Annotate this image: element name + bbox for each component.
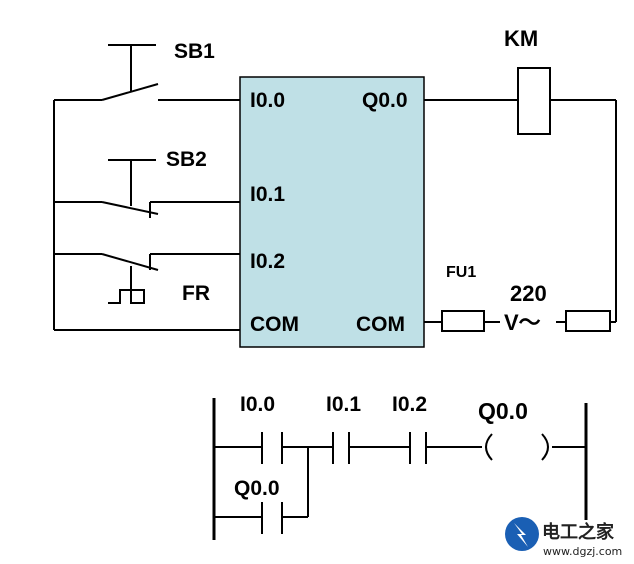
wiring-diagram (53, 44, 617, 332)
plc-com-input: COM (250, 313, 299, 336)
km-coil (517, 67, 551, 135)
ladder-label-i02: I0.2 (392, 393, 427, 416)
sb1-label: SB1 (174, 40, 215, 63)
ladder-label-i00: I0.0 (240, 393, 275, 416)
sb2-switch (101, 159, 240, 218)
watermark-url: www.dgzj.com (543, 545, 622, 558)
plc-input-i00: I0.0 (250, 89, 285, 112)
fuse-right (565, 310, 611, 332)
dgzj-logo-icon (505, 517, 539, 551)
plc-input-i02: I0.2 (250, 250, 285, 273)
ladder-label-i01: I0.1 (326, 393, 361, 416)
contact-q00-latch (261, 502, 283, 534)
fr-contact (101, 253, 240, 304)
fr-label: FR (182, 282, 210, 305)
plc-output-q00: Q0.0 (362, 89, 408, 112)
contact-i01 (332, 432, 350, 464)
ladder-diagram (212, 398, 588, 540)
ladder-label-coil-q00: Q0.0 (478, 398, 528, 424)
watermark: 电工之家 www.dgzj.com (505, 517, 622, 558)
fu1-label: FU1 (446, 264, 476, 281)
voltage-label: 220 (510, 281, 547, 306)
plc-block (239, 76, 425, 348)
watermark-name: 电工之家 (542, 521, 615, 543)
voltage-unit-label: V～ (504, 310, 541, 335)
contact-i00 (261, 432, 283, 464)
fu1-fuse (441, 310, 485, 332)
plc-input-i01: I0.1 (250, 183, 285, 206)
sb2-label: SB2 (166, 148, 207, 171)
contact-i02 (409, 432, 427, 464)
ladder-label-latch-q00: Q0.0 (234, 477, 280, 500)
sb1-switch (101, 44, 240, 101)
coil-q00 (485, 433, 549, 461)
plc-com-output: COM (356, 313, 405, 336)
km-label: KM (504, 26, 538, 51)
